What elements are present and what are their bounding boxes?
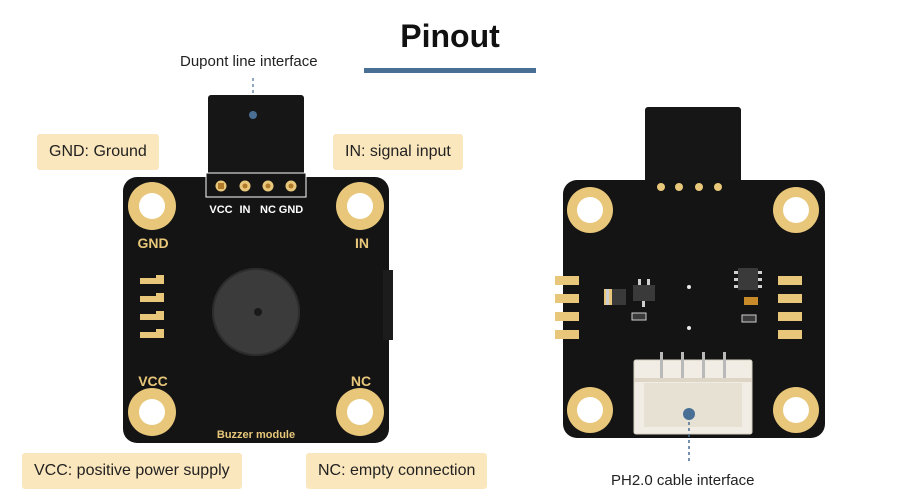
corner-label-gnd: GND xyxy=(137,235,168,251)
pin-label-gnd: GND xyxy=(279,204,304,216)
corner-label-nc: NC xyxy=(351,373,371,389)
dupont-interface-caption: Dupont line interface xyxy=(180,53,318,70)
smd-capacitor xyxy=(744,297,758,305)
side-pads-left xyxy=(140,275,164,338)
ph20-marker-dot xyxy=(683,408,695,420)
ph20-connector xyxy=(633,352,753,435)
ph20-interface-caption: PH2.0 cable interface xyxy=(611,472,755,489)
back-connector-housing xyxy=(645,107,741,193)
smd-transistor xyxy=(633,279,655,307)
dupont-marker-dot xyxy=(249,111,257,119)
gnd-callout: GND: Ground xyxy=(37,134,159,170)
back-header-pads xyxy=(657,183,722,191)
pin-label-in: IN xyxy=(240,204,251,216)
side-pads-left-back xyxy=(555,276,579,339)
page-title: Pinout xyxy=(400,18,500,54)
corner-label-in: IN xyxy=(355,235,369,251)
buzzer-hole xyxy=(254,308,262,316)
smd-resistor xyxy=(631,312,647,321)
side-pads-right-back xyxy=(778,276,802,339)
dupont-connector-housing xyxy=(208,95,304,187)
in-callout: IN: signal input xyxy=(333,134,463,170)
via-dot xyxy=(687,285,691,289)
pin-label-vcc: VCC xyxy=(209,204,232,216)
vcc-callout: VCC: positive power supply xyxy=(22,453,242,489)
smd-ic xyxy=(734,268,762,290)
nc-callout: NC: empty connection xyxy=(306,453,488,489)
back-pcb xyxy=(563,180,825,438)
smd-resistor xyxy=(741,314,757,323)
module-name-label: Buzzer module xyxy=(217,429,295,441)
header-pins xyxy=(215,180,297,192)
title-underline xyxy=(364,68,536,73)
via-dot xyxy=(687,326,691,330)
smd-diode xyxy=(604,289,626,305)
board-front: VCC IN NC GND GND IN VCC NC Buzzer modul… xyxy=(123,95,393,443)
board-back xyxy=(555,107,825,464)
pin-label-nc: NC xyxy=(260,204,276,216)
corner-label-vcc: VCC xyxy=(138,373,168,389)
